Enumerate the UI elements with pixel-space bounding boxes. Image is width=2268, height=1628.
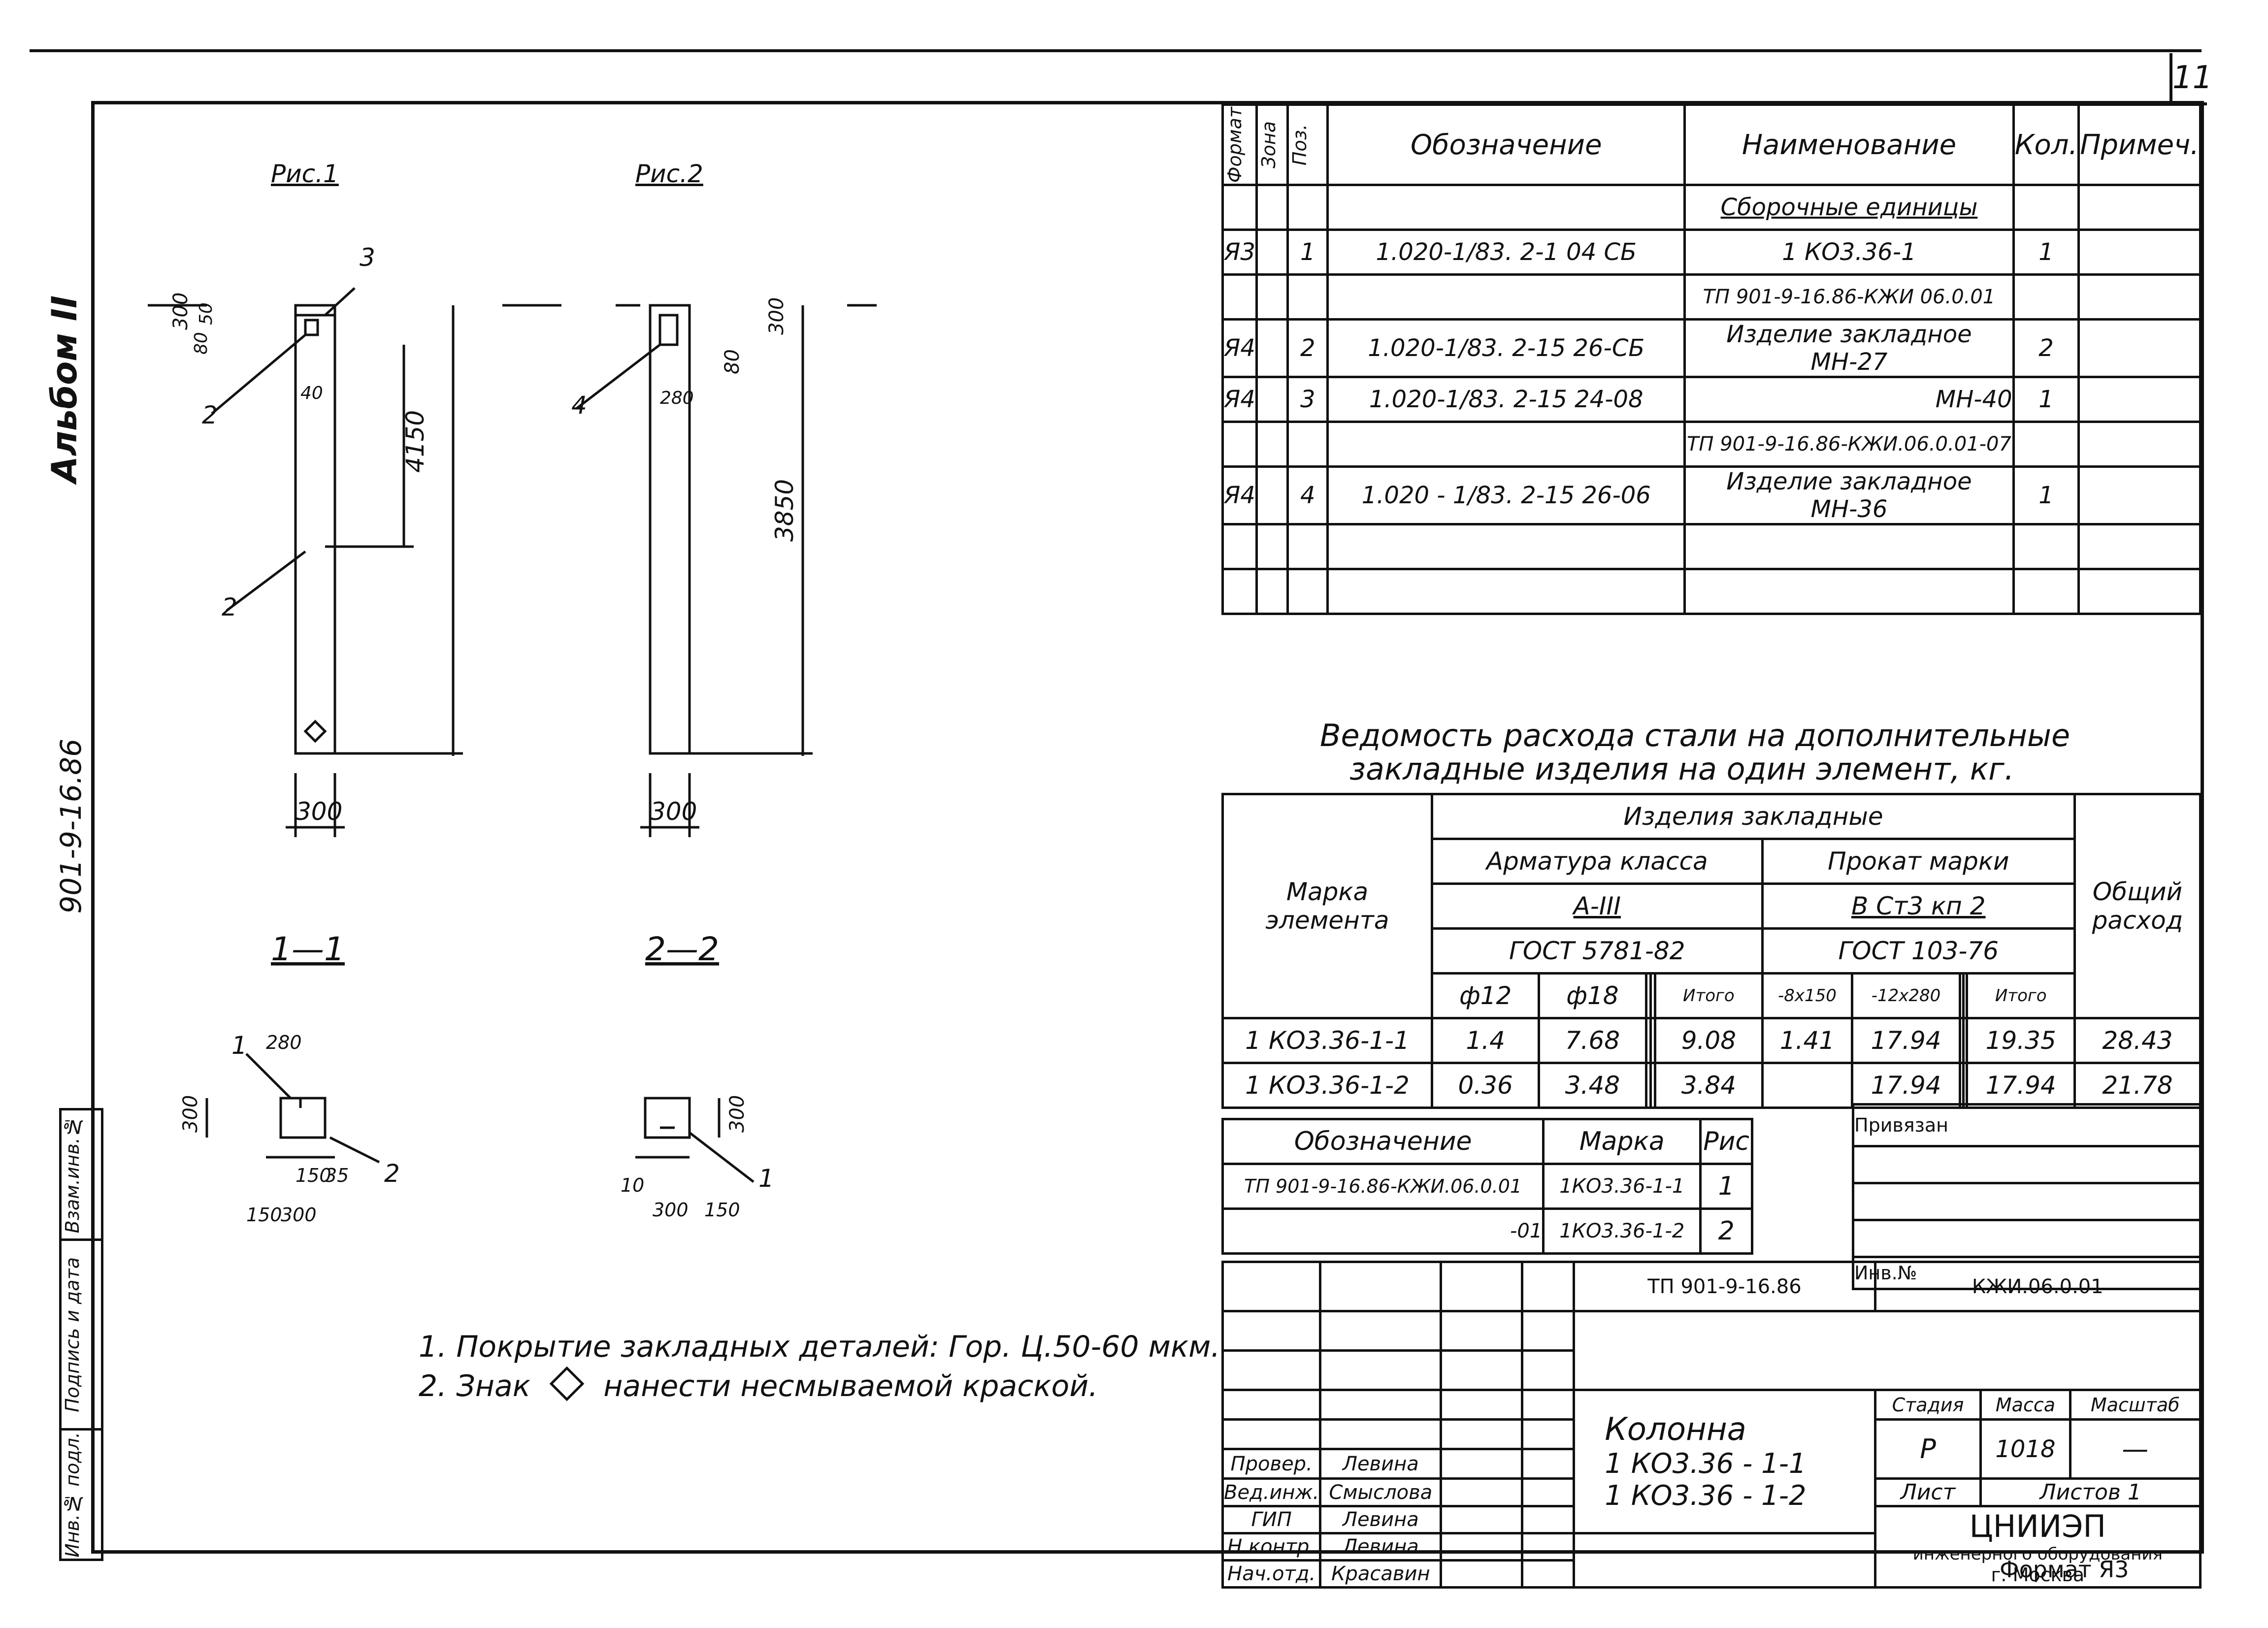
pos-3: 3: [360, 243, 375, 272]
dim-150-sec2: 150: [704, 1199, 740, 1221]
sheet-number: 11: [2169, 53, 2212, 105]
dim-80: 80: [191, 332, 211, 355]
dim-300-sec1-v: 300: [179, 1095, 202, 1133]
diamond-mark-icon: [549, 1366, 585, 1401]
spec-table: Формат Зона Поз. Обозначение Наименовани…: [1221, 103, 2202, 615]
dim-300-sec2-v: 300: [726, 1095, 749, 1133]
steel-title: Ведомость расхода стали на дополнительны…: [1320, 717, 2071, 787]
title-block: ТП 901-9-16.86 КЖИ.06.0.01 Колонна 1 КО3…: [1221, 1261, 2202, 1589]
table-row: [1221, 523, 2202, 570]
dim-80-fig2: 80: [721, 349, 744, 374]
section2-caption: 2—2: [645, 930, 719, 968]
dim-50: 50: [196, 302, 216, 325]
dim-150-left: 150: [246, 1204, 282, 1226]
table-row: ТП 901-9-16.86-КЖИ.06.0.01-07: [1221, 421, 2202, 468]
dim-150-sec1: 150: [296, 1165, 331, 1186]
format-label: Формат Я3: [2000, 1556, 2129, 1583]
dim-280-fig2: 280: [660, 388, 694, 408]
pos-2-a: 2: [202, 401, 218, 429]
dim-35: 35: [325, 1165, 349, 1186]
dim-300-fig2: 300: [650, 797, 697, 826]
left-stamp-strip: Взам.инв.№ Подпись и дата Инв.№ подл.: [59, 1108, 103, 1561]
fig1-caption: Рис.1: [271, 160, 339, 188]
pos-2-b: 2: [222, 593, 237, 621]
pos-4: 4: [571, 391, 587, 420]
drawing-frame: [91, 101, 2204, 1554]
dim-3850: 3850: [770, 479, 799, 542]
dim-300-fig2-top: 300: [765, 297, 788, 335]
note-1: 1. Покрытие закладных деталей: Гор. Ц.50…: [419, 1330, 1220, 1364]
dim-300-sec2: 300: [653, 1199, 689, 1221]
dim-300-fig1: 300: [296, 797, 342, 826]
dim-10-280-10: 280: [266, 1032, 302, 1053]
project-side-code: 901-9-16.86: [54, 739, 88, 914]
steel-table: Марка элемента Изделия закладные Общий р…: [1221, 793, 2202, 1109]
dim-10-sec2: 10: [621, 1174, 644, 1196]
note-2: 2. Знак нанести несмываемой краской.: [419, 1366, 1098, 1403]
fig2-caption: Рис.2: [635, 160, 703, 188]
dim-40: 40: [300, 383, 323, 403]
column-drawings: Рис.1 Рис.2 1—1 2—2 300 300 4150 3850 30…: [148, 160, 877, 1226]
section1-caption: 1—1: [271, 930, 345, 968]
table-row: ТП 901-9-16.86-КЖИ 06.0.01: [1221, 273, 2202, 321]
dim-300-sec1: 300: [281, 1204, 317, 1226]
pos-1-sec2: 1: [758, 1164, 774, 1193]
column-fig2: [649, 304, 691, 755]
column-fig1: [294, 304, 336, 755]
pos-2-sec: 2: [384, 1159, 400, 1188]
dim-4150: 4150: [401, 410, 429, 473]
spec-group-title: Сборочные единицы: [1683, 184, 2015, 231]
pos-1-sec: 1: [231, 1031, 247, 1060]
dim-300-top: 300: [169, 293, 192, 330]
table-row: [1221, 568, 2202, 615]
album-label: Альбом II: [44, 295, 85, 483]
